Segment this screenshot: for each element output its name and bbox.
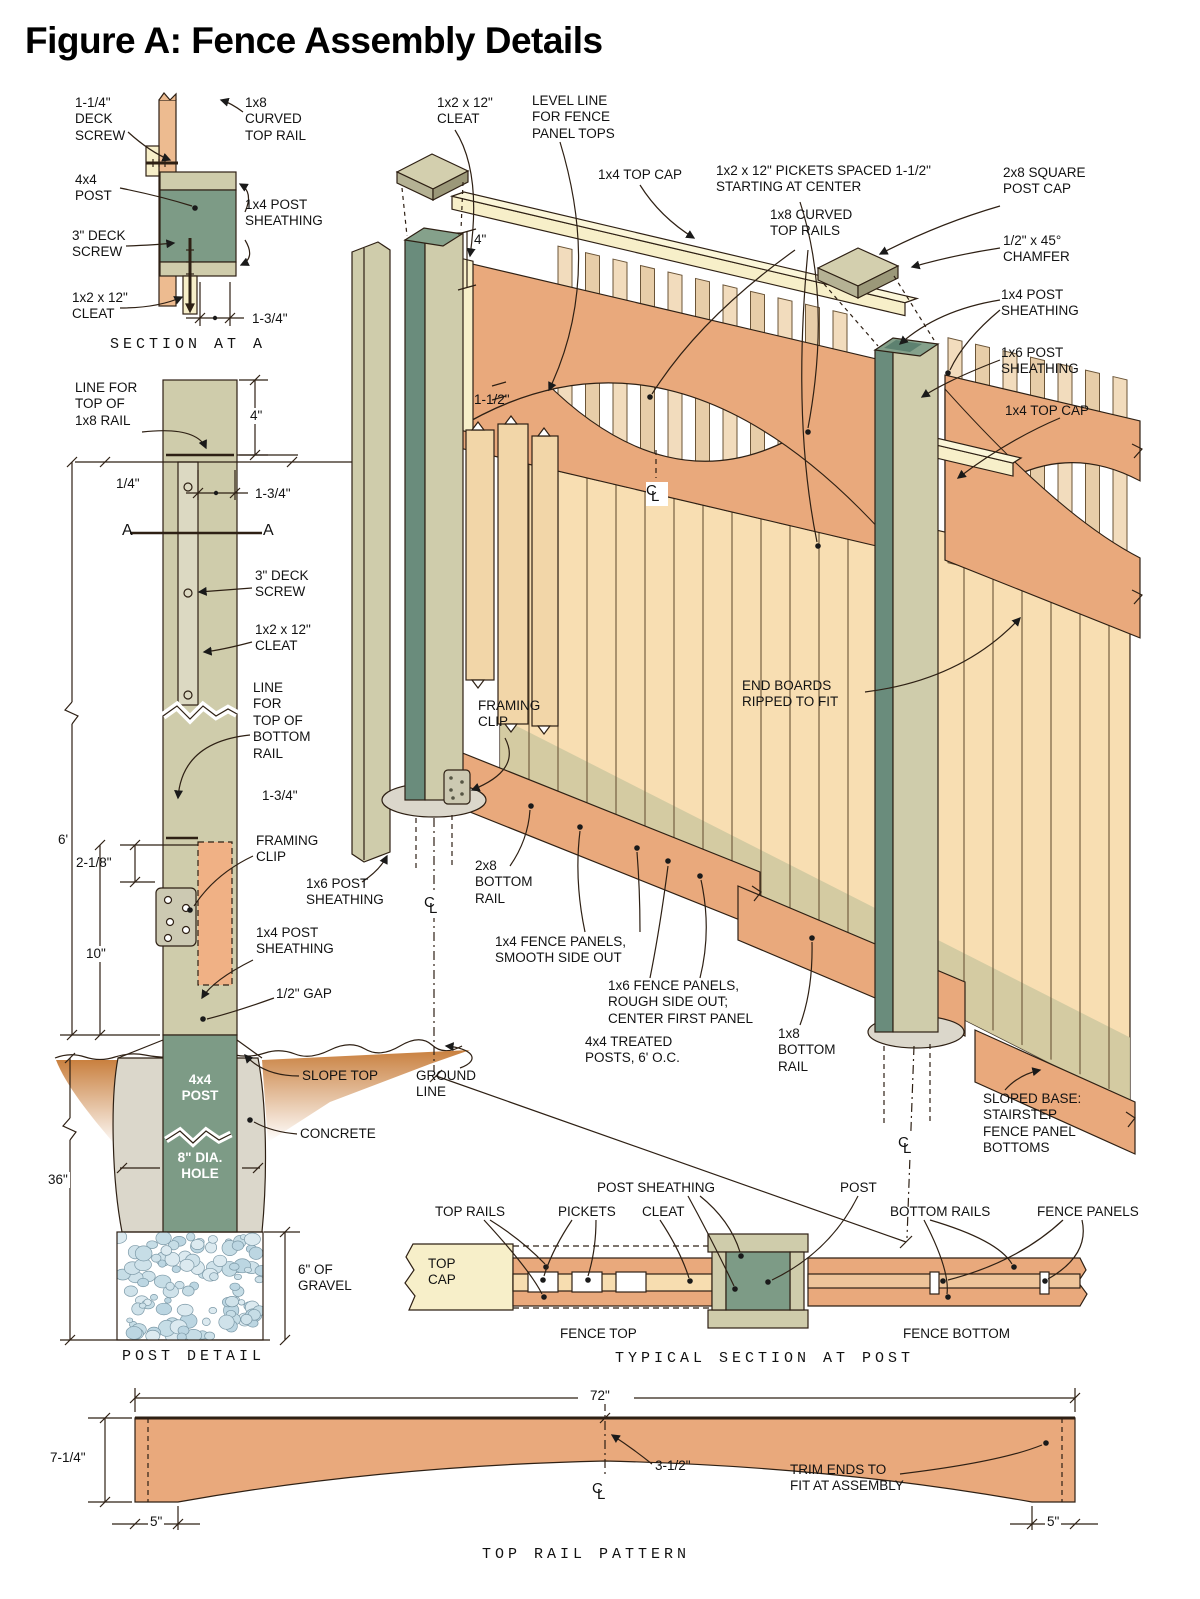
label-slope-top: SLOPE TOP	[302, 1068, 379, 1083]
label-1x4-post-sheathing-main: 1x4 POST SHEATHING	[1001, 287, 1079, 319]
dim-1-3-4-top: 1-3/4"	[255, 486, 291, 501]
label-cleat-main: 1x2 x 12" CLEAT	[437, 95, 493, 127]
post-detail	[54, 374, 473, 1346]
dim-1-1-2: 1-1/2"	[474, 392, 510, 407]
typical-section-at-post	[404, 1195, 1088, 1329]
dim-quarter: 1/4"	[116, 476, 140, 491]
label-top-cap-ts: TOP CAP	[428, 1256, 456, 1288]
caption-top-rail-pattern: TOP RAIL PATTERN	[482, 1546, 691, 1563]
dim-5in-left: 5"	[148, 1514, 165, 1531]
label-1x6-post-sheathing-left: 1x6 POST SHEATHING	[306, 876, 384, 908]
label-level-line: LEVEL LINE FOR FENCE PANEL TOPS	[532, 93, 615, 141]
label-line-bottom-rail: LINE FOR TOP OF BOTTOM RAIL	[253, 680, 311, 761]
label-cleat: 1x2 x 12" CLEAT	[72, 290, 128, 322]
top-rail-pattern	[88, 1388, 1098, 1530]
label-sloped-base: SLOPED BASE: STAIRSTEP FENCE PANEL BOTTO…	[983, 1091, 1082, 1156]
label-cleat-ts: CLEAT	[642, 1204, 685, 1219]
page-title: Figure A: Fence Assembly Details	[25, 20, 603, 61]
label-bottom-rails-ts: BOTTOM RAILS	[890, 1204, 991, 1219]
label-concrete: CONCRETE	[300, 1126, 376, 1141]
label-top-cap-left: 1x4 TOP CAP	[598, 167, 683, 182]
label-pickets-spaced: 1x2 x 12" PICKETS SPACED 1-1/2" STARTING…	[716, 163, 931, 195]
label-framing-clip-pd: FRAMING CLIP	[256, 833, 319, 865]
label-line-top-rail: LINE FOR TOP OF 1x8 RAIL	[75, 380, 138, 428]
label-post-ts: POST	[840, 1180, 877, 1195]
label-curved-top-rails: 1x8 CURVED TOP RAILS	[770, 207, 853, 239]
label-2x8-bottom-rail: 2x8 BOTTOM RAIL	[475, 858, 533, 906]
label-1x8-curved-top-rail: 1x8 CURVED TOP RAIL	[245, 95, 307, 143]
label-1x4-post-sheathing: 1x4 POST SHEATHING	[245, 197, 323, 229]
label-1x8-bottom-rail: 1x8 BOTTOM RAIL	[778, 1026, 836, 1074]
caption-post-detail: POST DETAIL	[122, 1348, 266, 1365]
label-1x6-post-sheathing-main: 1x6 POST SHEATHING	[1001, 345, 1079, 377]
dim-4in: 4"	[248, 408, 265, 425]
label-fence-top: FENCE TOP	[560, 1326, 637, 1341]
dim-3-1-2: 3-1/2"	[655, 1458, 691, 1473]
dim-1-3-4: 1-3/4"	[252, 311, 288, 326]
dim-4in-main: 4"	[474, 232, 487, 247]
dim-6in-gravel: 6" OF GRAVEL	[298, 1262, 352, 1294]
dim-7-1-4: 7-1/4"	[48, 1450, 88, 1467]
label-3in-deck-screw: 3" DECK SCREW	[72, 228, 126, 260]
label-cleat-pd: 1x2 x 12" CLEAT	[255, 622, 311, 654]
label-top-rails-ts: TOP RAILS	[435, 1204, 506, 1219]
label-top-cap-right: 1x4 TOP CAP	[1005, 403, 1090, 418]
dim-half-gap: 1/2" GAP	[276, 986, 332, 1001]
label-end-boards: END BOARDS RIPPED TO FIT	[742, 678, 839, 710]
dim-6ft: 6'	[56, 832, 71, 849]
section-marker-a-right: A	[263, 522, 274, 539]
dim-36in: 36"	[46, 1172, 70, 1189]
caption-typical-section: TYPICAL SECTION AT POST	[615, 1350, 915, 1367]
label-4x4-post-buried: 4x4 POST	[181, 1072, 219, 1104]
section-marker-a-left: A	[122, 522, 133, 539]
label-2x8-post-cap: 2x8 SQUARE POST CAP	[1003, 165, 1086, 197]
label-1x4-post-sheathing-pd: 1x4 POST SHEATHING	[256, 925, 334, 957]
label-1x4-fence-panels: 1x4 FENCE PANELS, SMOOTH SIDE OUT	[495, 934, 627, 966]
label-pickets-ts: PICKETS	[558, 1204, 616, 1219]
label-deck-screw-114: 1-1/4" DECK SCREW	[75, 95, 126, 143]
label-fence-bottom: FENCE BOTTOM	[903, 1326, 1011, 1341]
label-ground-line: GROUND LINE	[416, 1068, 476, 1100]
dim-10in: 10"	[84, 946, 108, 963]
label-8in-hole: 8" DIA. HOLE	[177, 1150, 223, 1182]
label-treated-posts: 4x4 TREATED POSTS, 6' O.C.	[585, 1034, 680, 1066]
dim-1-3-4-bottom: 1-3/4"	[262, 788, 298, 803]
section-a-detail	[119, 92, 251, 326]
label-trim-ends: TRIM ENDS TO FIT AT ASSEMBLY	[790, 1462, 904, 1494]
caption-section-at-a: SECTION AT A	[110, 336, 267, 353]
label-fence-panels-ts: FENCE PANELS	[1037, 1204, 1139, 1219]
label-1x6-fence-panels: 1x6 FENCE PANELS, ROUGH SIDE OUT; CENTER…	[608, 978, 754, 1026]
dim-2-1-8: 2-1/8"	[76, 855, 112, 870]
dim-5in-right: 5"	[1045, 1514, 1062, 1531]
label-post-sheathing-ts: POST SHEATHING	[597, 1180, 716, 1195]
label-3in-deck-screw-pd: 3" DECK SCREW	[255, 568, 309, 600]
label-framing-clip-main: FRAMING CLIP	[478, 698, 541, 730]
label-4x4-post: 4x4 POST	[75, 172, 112, 204]
dim-72in: 72"	[588, 1388, 612, 1405]
main-isometric-view	[351, 129, 1143, 1249]
label-chamfer: 1/2" x 45° CHAMFER	[1003, 233, 1070, 265]
